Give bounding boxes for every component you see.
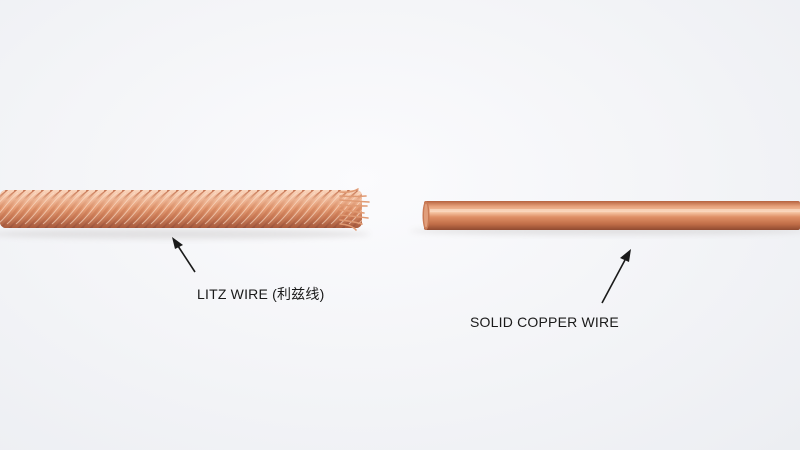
solid-copper-wire-label: SOLID COPPER WIRE <box>470 314 619 330</box>
arrow-litz <box>172 237 196 273</box>
litz-frayed-end <box>339 188 370 231</box>
litz-wire-label: LITZ WIRE (利兹线) <box>197 286 325 302</box>
litz-wire <box>0 188 370 231</box>
solid-copper-wire <box>422 201 800 230</box>
arrow-solid <box>601 249 631 304</box>
